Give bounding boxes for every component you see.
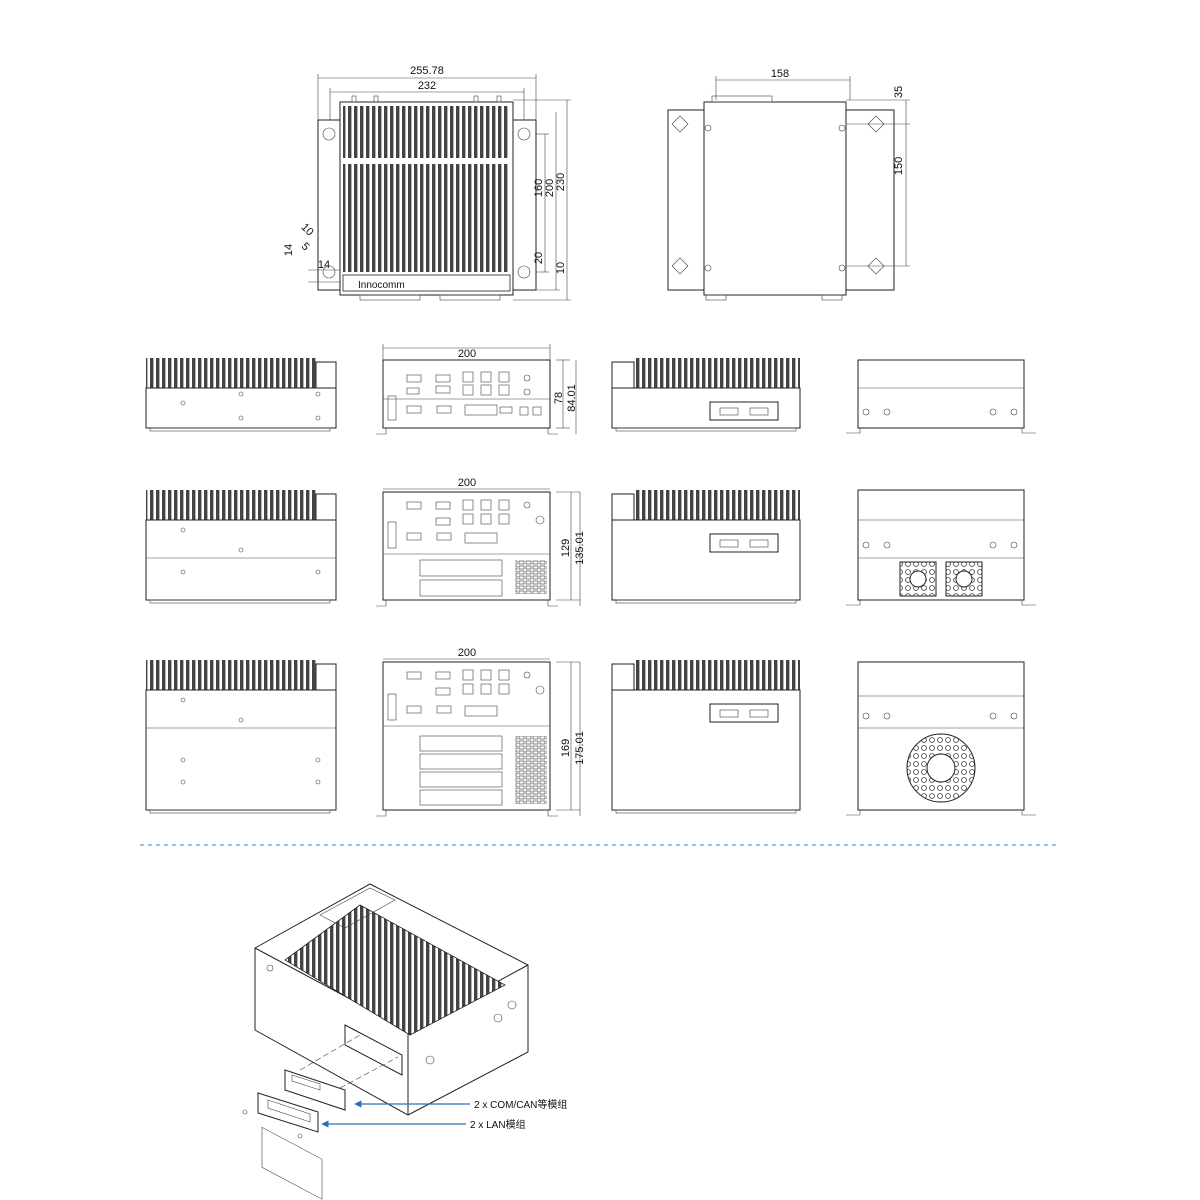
bottom-view: 158 35 150 — [667, 68, 910, 301]
row1-right-side — [611, 358, 801, 432]
row2-dim-width: 200 — [458, 477, 476, 489]
dim-slot-14a: 14 — [283, 244, 295, 256]
row2-front: 200 129 135.01 — [376, 477, 586, 607]
row3-back — [846, 661, 1036, 816]
row2-right-side — [611, 490, 801, 604]
dim-slot-14b: 14 — [318, 259, 330, 271]
row2-left-side — [145, 490, 337, 604]
dim-150: 150 — [893, 157, 905, 175]
row1-front: 200 78 84.01 — [376, 344, 578, 435]
row1-dim-width: 200 — [458, 348, 476, 360]
dim-width-158: 158 — [771, 68, 789, 80]
row2-dim-h1: 129 — [560, 539, 572, 557]
dim-outer-width: 255.78 — [410, 65, 444, 77]
dim-slot-5: 5 — [299, 240, 312, 253]
row2-views: 200 129 135.01 — [145, 477, 1036, 607]
row3-dim-width: 200 — [458, 647, 476, 659]
row3-left-side — [145, 660, 337, 814]
row3-dim-h2: 175.01 — [574, 731, 586, 765]
dim-slot-10: 10 — [299, 221, 316, 238]
top-view: 255.78 232 160 200 230 20 10 10 5 14 14 … — [283, 65, 571, 301]
row3-front: 200 169 175.01 — [376, 647, 586, 817]
row3-right-side — [611, 660, 801, 814]
row1-back — [846, 359, 1036, 434]
row1-left-side — [145, 358, 337, 432]
dim-inner-width: 232 — [418, 80, 436, 92]
callout-com-can: 2 x COM/CAN等模组 — [474, 1098, 567, 1111]
row1-dim-h1: 78 — [553, 392, 565, 404]
callout-lan: 2 x LAN模组 — [470, 1118, 526, 1131]
row1-views: 200 78 84.01 — [145, 344, 1036, 435]
dim-35: 35 — [893, 86, 905, 98]
isometric-view: 2 x COM/CAN等模组 2 x LAN模组 — [242, 883, 567, 1200]
brand-logo: Innocomm — [358, 280, 405, 291]
row2-dim-h2: 135.01 — [574, 531, 586, 565]
dim-10: 10 — [555, 262, 567, 274]
dim-height-160: 160 — [533, 179, 545, 197]
row3-dim-h1: 169 — [560, 739, 572, 757]
row3-views: 200 169 175.01 — [145, 647, 1036, 817]
row2-back — [846, 489, 1036, 606]
dim-height-230: 230 — [555, 173, 567, 191]
dim-height-200: 200 — [544, 179, 556, 197]
dim-20: 20 — [533, 252, 545, 264]
row1-dim-h2: 84.01 — [566, 384, 578, 412]
